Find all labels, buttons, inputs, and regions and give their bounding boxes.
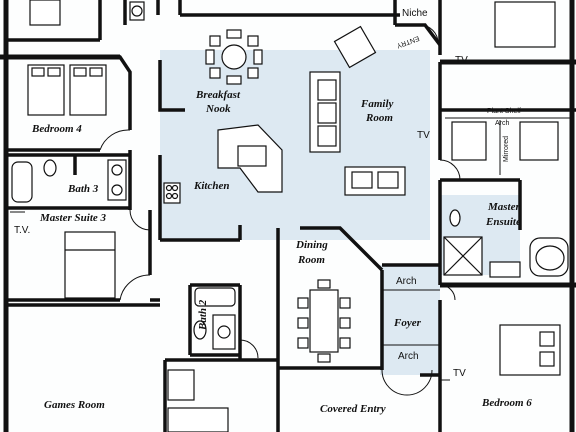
room-label-covered-entry: Covered Entry xyxy=(320,403,386,415)
tv-label: T.V. xyxy=(14,225,31,236)
arch-label: Arch xyxy=(495,120,510,127)
room-label-niche: Niche xyxy=(402,8,428,19)
dining-table xyxy=(309,289,339,353)
room-label-ensuite: Ensuite xyxy=(486,216,521,228)
room-label-master-suite-3: Master Suite 3 xyxy=(40,212,107,224)
room-label-nook: Nook xyxy=(206,103,231,115)
interior-walls xyxy=(8,0,576,432)
room-label-kitchen: Kitchen xyxy=(194,180,230,192)
room-label-breakfast: Breakfast xyxy=(196,89,240,101)
detail-lines xyxy=(10,117,570,381)
room-label-games-room: Games Room xyxy=(44,399,105,411)
room-label-master: Master xyxy=(488,201,520,213)
room-label-family: Family xyxy=(361,98,394,110)
bed xyxy=(494,1,556,48)
room-label-dining: Dining xyxy=(296,239,328,251)
tv-label: TV xyxy=(417,130,430,141)
fixtures xyxy=(11,0,569,432)
armchair xyxy=(333,25,377,69)
room-label-bath-3: Bath 3 xyxy=(68,183,99,195)
breakfast-table xyxy=(221,44,247,70)
mirrored-label: Mirrored xyxy=(503,135,510,162)
bed xyxy=(64,231,116,299)
tv-label: TV xyxy=(453,368,466,379)
door-swings xyxy=(99,24,461,396)
room-label-bath-2: Bath 2 xyxy=(197,299,209,330)
tv-label: TV xyxy=(455,55,468,66)
room-label-foyer: Foyer xyxy=(394,317,421,329)
arch-label: Arch xyxy=(396,276,417,287)
room-label-dining-room: Room xyxy=(298,254,325,266)
plant-shelf-label: Plant Shelf xyxy=(487,108,521,115)
room-label-room: Room xyxy=(366,112,393,124)
floor-tint xyxy=(160,50,520,375)
arch-label: Arch xyxy=(398,351,419,362)
room-label-bedroom-4: Bedroom 4 xyxy=(32,123,82,135)
room-label-bedroom-6: Bedroom 6 xyxy=(482,397,532,409)
